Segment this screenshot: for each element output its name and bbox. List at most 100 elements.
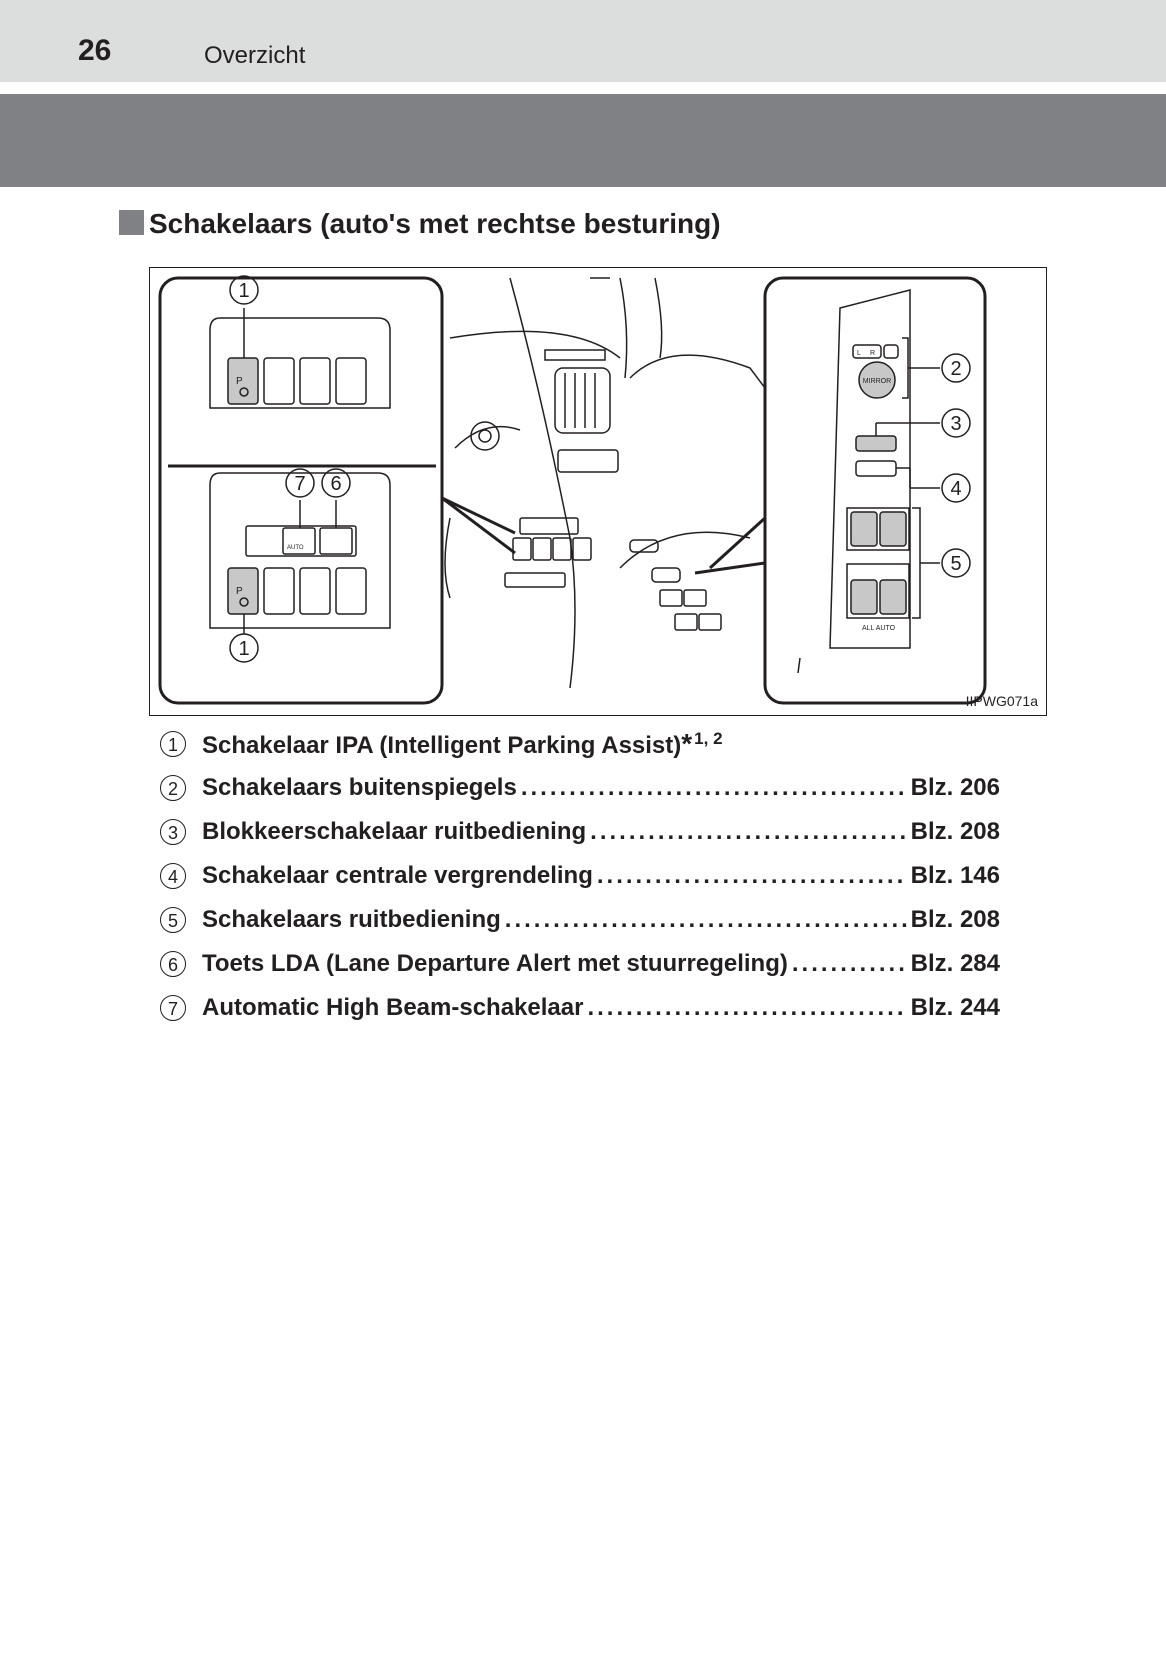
dash-switch <box>572 537 592 561</box>
dash-panel <box>557 449 619 473</box>
section-marker-icon <box>119 210 144 235</box>
mirror-adjust-switch <box>858 361 896 399</box>
center-vent <box>554 367 611 434</box>
steering-hub <box>470 421 500 451</box>
page-ref: Blz. 206 <box>910 774 1000 801</box>
list-item: 1 Schakelaar IPA (Intelligent Parking As… <box>160 722 1000 766</box>
ipa-p-label-top: P <box>236 376 243 387</box>
callout-number: 5 <box>950 553 961 575</box>
door-lock-switch <box>855 460 897 477</box>
dot-leader: ........................................… <box>596 862 907 889</box>
dash-outline <box>449 330 621 359</box>
item-label: Schakelaars buitenspiegels <box>202 774 517 801</box>
item-label: Automatic High Beam-schakelaar <box>202 994 584 1021</box>
footnote-ref: 1, 2 <box>694 729 723 748</box>
door-switch <box>683 589 707 607</box>
ipa-switch-top <box>227 357 259 405</box>
list-item: 5 Schakelaars ruitbediening ............… <box>160 898 1000 942</box>
item-label: Schakelaar IPA (Intelligent Parking Assi… <box>202 728 723 760</box>
switch-illustration: P 1 AUTO 7 6 P 1 <box>149 267 1047 716</box>
dash-switch <box>532 537 552 561</box>
dot-leader: ........................................… <box>791 950 907 977</box>
page-number: 26 <box>78 34 112 67</box>
window-switch <box>879 579 907 615</box>
figure-code: IIPWG071a <box>965 693 1038 709</box>
dashboard-drawing: P 1 AUTO 7 6 P 1 <box>158 275 987 705</box>
door-switch <box>651 567 681 583</box>
door-trim <box>829 289 911 649</box>
dash-outline <box>797 657 801 674</box>
item-number: 5 <box>160 907 186 933</box>
item-label: Toets LDA (Lane Departure Alert met stuu… <box>202 950 788 977</box>
dash-switch-row <box>519 517 579 535</box>
right-inset-frame <box>763 276 987 705</box>
dash-switch <box>512 537 532 561</box>
ipa-p-label-bottom: P <box>236 586 243 597</box>
pointer-line <box>441 496 516 535</box>
callout-number: 3 <box>950 413 961 435</box>
pillar-line <box>619 277 628 379</box>
page-ref: Blz. 208 <box>910 906 1000 933</box>
door-switch <box>698 613 722 631</box>
callout-circle <box>229 275 259 305</box>
blank-switch <box>299 567 331 615</box>
item-number: 3 <box>160 819 186 845</box>
dot-leader: ........................................… <box>590 818 907 845</box>
window-switch-panel <box>846 507 910 551</box>
list-item: 2 Schakelaars buitenspiegels ...........… <box>160 766 1000 810</box>
callout-circle <box>321 468 351 498</box>
callout-number: 4 <box>950 478 961 500</box>
chapter-title: Overzicht <box>204 42 306 69</box>
bracket <box>902 337 909 399</box>
window-lock-switch <box>855 435 897 452</box>
callout-number: 2 <box>950 358 961 380</box>
ahb-switch <box>282 527 316 555</box>
item-label: Schakelaars ruitbediening <box>202 906 501 933</box>
mirror-l-label: L <box>857 350 861 357</box>
switch-housing-top <box>209 317 391 409</box>
steering-hub-center <box>478 429 492 443</box>
item-number: 1 <box>160 731 186 757</box>
pointer-line <box>441 496 516 555</box>
pointer-line <box>708 516 767 570</box>
window-switch <box>879 511 907 547</box>
steering-wheel <box>454 425 521 449</box>
blank-switch <box>263 357 295 405</box>
list-item: 6 Toets LDA (Lane Departure Alert met st… <box>160 942 1000 986</box>
page-ref: Blz. 244 <box>910 994 1000 1021</box>
door-switch <box>674 613 698 631</box>
bracket <box>912 507 921 619</box>
section-title: Schakelaars (auto's met rechtse besturin… <box>149 208 721 239</box>
ahb-auto-label: AUTO <box>287 545 304 551</box>
door-switch <box>629 539 659 553</box>
item-number: 2 <box>160 775 186 801</box>
item-label-text: Schakelaar IPA (Intelligent Parking Assi… <box>202 732 682 759</box>
callout-circle <box>941 548 971 578</box>
mirror-r-label: R <box>870 350 875 357</box>
ipa-symbol-icon <box>239 387 249 397</box>
left-inset-frame <box>158 276 444 705</box>
window-switch <box>850 511 878 547</box>
lda-switch <box>319 527 353 555</box>
item-number: 6 <box>160 951 186 977</box>
door-switch <box>659 589 683 607</box>
callout-circle <box>941 473 971 503</box>
dot-leader: ........................................… <box>504 906 907 933</box>
dash-outline <box>444 517 451 599</box>
item-label: Schakelaar centrale vergrendeling <box>202 862 593 889</box>
pillar-line <box>654 277 663 359</box>
window-switch-panel <box>846 563 910 619</box>
switch-housing-bottom <box>209 472 391 629</box>
callout-number: 1 <box>238 280 249 302</box>
item-number: 7 <box>160 995 186 1021</box>
callout-circle <box>285 468 315 498</box>
footnote-star: * <box>681 728 693 759</box>
callout-circle <box>941 408 971 438</box>
blank-switch <box>335 567 367 615</box>
header-band <box>0 94 1166 187</box>
mirror-label: MIRROR <box>863 378 891 385</box>
upper-switch-row <box>245 525 357 557</box>
dot-leader: ........................................… <box>587 994 907 1021</box>
vent-top <box>544 349 606 361</box>
callout-number: 6 <box>330 473 341 495</box>
